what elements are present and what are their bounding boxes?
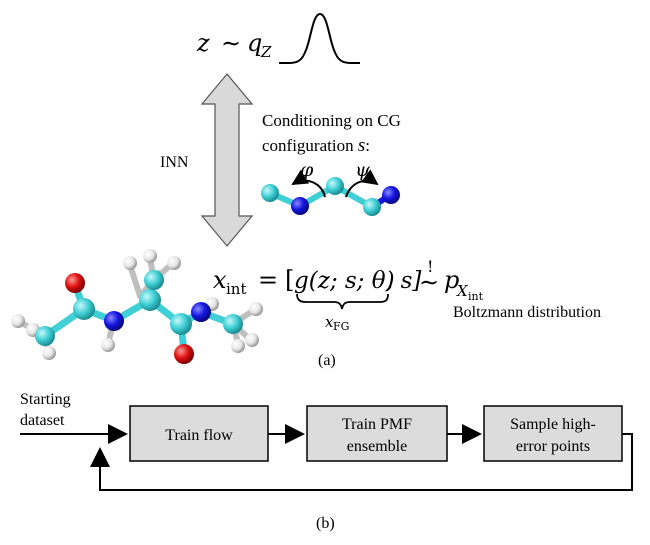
cg-atom-carbon — [326, 177, 344, 195]
brace-sub: FG — [333, 320, 349, 333]
molecule-atoms — [11, 249, 263, 364]
eq-equals: = — [258, 266, 278, 294]
eq-sim: ∼ — [419, 268, 439, 296]
starting-label-line-1: Starting — [20, 391, 71, 408]
panel-a: z ∼ q Z INN Conditioning on CG configura… — [11, 12, 601, 369]
cg-atom-carbon — [261, 184, 279, 202]
eq-x-sub: int — [226, 280, 247, 298]
eq-x: x — [213, 266, 227, 294]
box-train-pmf-line-1: Train PMF — [342, 416, 412, 433]
caption-a: (a) — [318, 352, 336, 369]
conditioning-line-1: Conditioning on CG — [262, 111, 401, 130]
all-atom-molecule — [11, 249, 263, 364]
psi-label: ψ — [355, 159, 371, 181]
latent-sim: ∼ — [221, 29, 241, 57]
latent-q-sub: Z — [260, 43, 272, 61]
box-sample-line-2: error points — [516, 438, 590, 455]
eq-p-sub-x: X — [456, 282, 469, 300]
eq-g: g(z; s; θ) — [294, 268, 395, 294]
caption-b: (b) — [316, 515, 335, 532]
conditioning-line-2: configuration s: — [262, 135, 370, 156]
phi-label: φ — [300, 159, 314, 181]
cg-configuration: φ ψ — [261, 159, 400, 216]
box-sample-line-1: Sample high- — [510, 416, 596, 433]
box-sample-high-error — [483, 405, 623, 462]
box-train-flow-label: Train flow — [165, 427, 233, 444]
eq-open-bracket: [ — [285, 266, 294, 294]
box-train-flow — [129, 405, 269, 462]
cg-atom-carbon — [363, 198, 381, 216]
eq-p: p — [444, 266, 459, 294]
inn-double-arrow — [200, 73, 254, 247]
cg-atom-nitrogen — [291, 197, 309, 215]
phi-rotation-arrow — [291, 169, 326, 198]
box-train-pmf-line-2: ensemble — [347, 438, 407, 455]
starting-label-line-2: dataset — [20, 412, 65, 429]
eq-comma-s: , s] — [386, 268, 421, 294]
cg-atom-nitrogen — [382, 186, 400, 204]
box-train-pmf — [306, 405, 448, 462]
eq-bang: ! — [427, 257, 433, 276]
brace-x: x — [325, 313, 334, 331]
gaussian-curve — [279, 12, 360, 64]
inn-label: INN — [160, 154, 189, 171]
latent-q: q — [247, 29, 262, 57]
psi-rotation-arrow — [345, 169, 379, 198]
eq-p-sub-int: int — [468, 290, 484, 303]
boltzmann-label: Boltzmann distribution — [453, 304, 601, 321]
underbrace — [296, 293, 389, 310]
panel-b: Starting dataset Train flow Train PMF en… — [20, 391, 633, 532]
latent-z: z — [196, 29, 210, 57]
equation: x int = [ g(z; s; θ) , s] ! ∼ p X int x … — [213, 257, 484, 333]
feedback-loop-arrow — [90, 433, 633, 491]
